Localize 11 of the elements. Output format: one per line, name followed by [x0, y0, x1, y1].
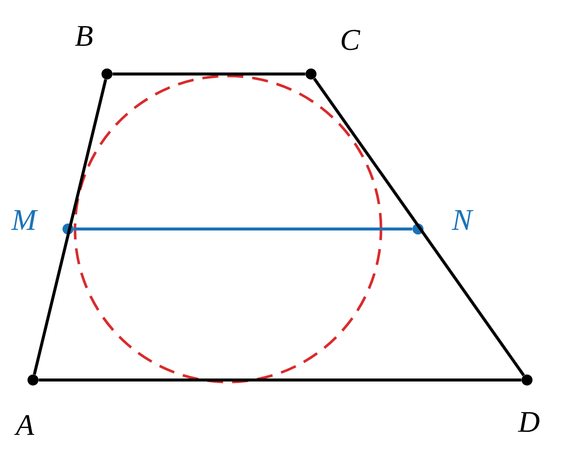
- point-label: B: [75, 26, 92, 46]
- point-label: D: [518, 412, 540, 432]
- point-label: A: [14, 415, 34, 435]
- line-segment: [38, 378, 522, 382]
- point-label: M: [11, 210, 38, 230]
- point-label: C: [342, 30, 360, 50]
- line-segment: [112, 72, 306, 76]
- line-segment: [74, 228, 412, 230]
- line-segment: [313, 78, 525, 376]
- point-label: N: [452, 210, 474, 230]
- line-segment: [32, 79, 108, 375]
